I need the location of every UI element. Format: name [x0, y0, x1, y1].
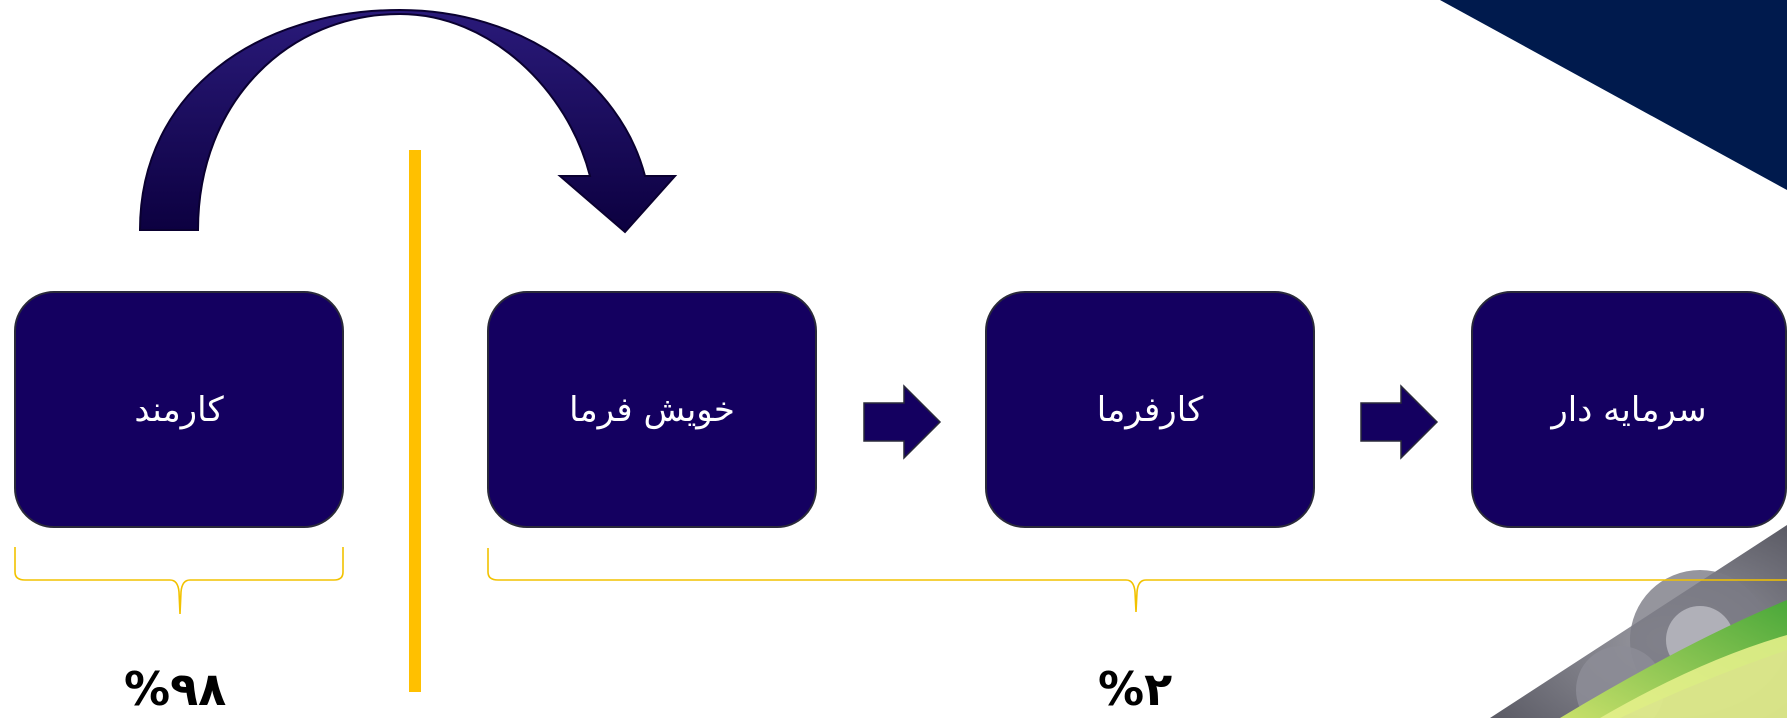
brace-right [487, 548, 1787, 613]
box-self-employed-label: خویش فرما [569, 389, 735, 430]
block-arrow-2 [1360, 384, 1439, 460]
box-employee: کارمند [14, 291, 344, 528]
block-arrow-1 [863, 384, 942, 460]
box-self-employed: خویش فرما [487, 291, 817, 528]
percentage-left: %۹۸ [124, 662, 227, 716]
box-employer-label: کارفرما [1096, 389, 1204, 430]
vertical-divider [409, 150, 421, 692]
box-capitalist-label: سرمایه دار [1551, 389, 1707, 430]
box-employee-label: کارمند [134, 389, 224, 430]
corner-navy-decoration [1440, 0, 1787, 190]
brace-left [14, 547, 344, 615]
box-capitalist: سرمایه دار [1471, 291, 1787, 528]
box-employer: کارفرما [985, 291, 1315, 528]
corner-gear-decoration [1490, 525, 1787, 718]
percentage-right: %۲ [1098, 662, 1173, 716]
curved-arrow [138, 8, 678, 234]
